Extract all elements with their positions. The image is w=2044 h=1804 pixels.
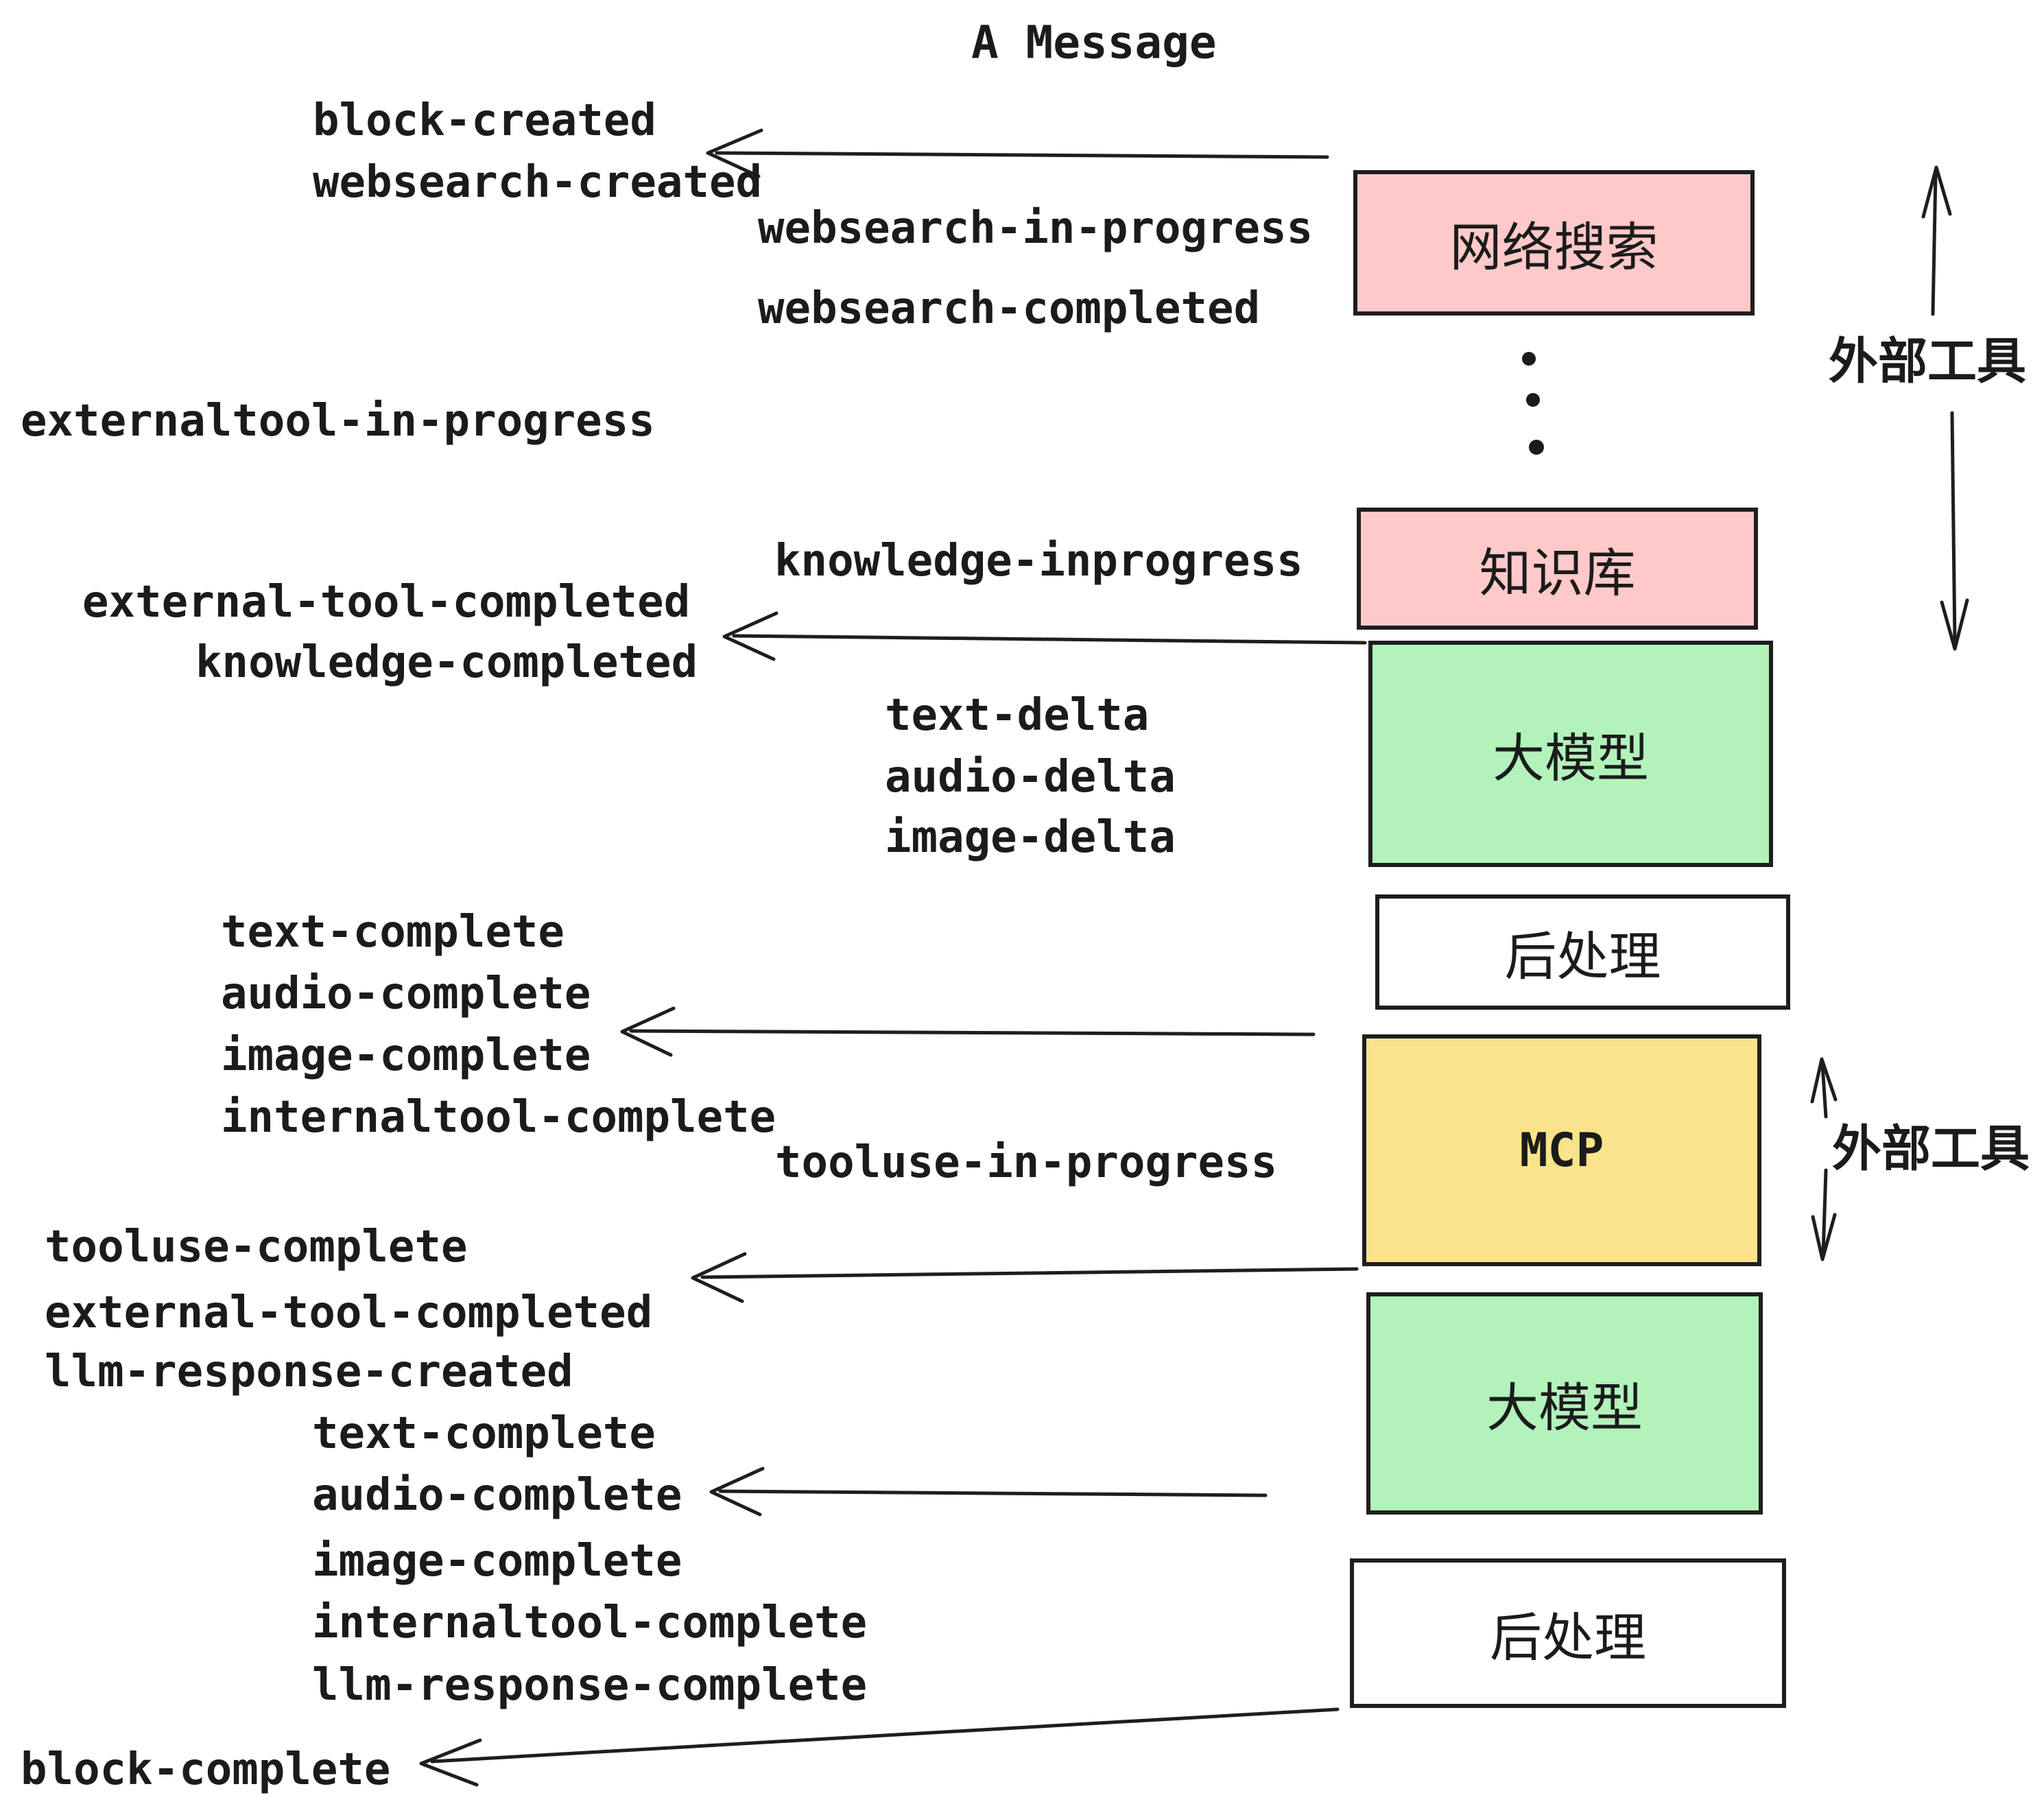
- event-label-image-complete-1: image-complete: [221, 1030, 591, 1081]
- external-tools-label-2: 外部工具: [1831, 1119, 2030, 1178]
- external-tools-label-1: 外部工具: [1828, 332, 2027, 390]
- event-label-knowledge-inprogress: knowledge-inprogress: [774, 536, 1303, 586]
- event-label-knowledge-completed: knowledge-completed: [195, 637, 698, 688]
- box-llm-1-label: 大模型: [1493, 728, 1649, 789]
- arrow-audio-complete: [709, 1467, 1268, 1517]
- box-llm-2-label: 大模型: [1486, 1377, 1643, 1438]
- event-label-llm-response-created: llm-response-created: [45, 1346, 573, 1397]
- box-websearch-label: 网络搜索: [1449, 217, 1659, 278]
- event-label-image-delta-1: image-delta: [885, 812, 1176, 863]
- arrow-block-complete: [419, 1707, 1340, 1787]
- box-postprocess-1-label: 后处理: [1504, 926, 1661, 987]
- event-label-external-tool-completed: external-tool-completed: [82, 577, 691, 628]
- event-label-internaltool-complete-2: internaltool-complete: [312, 1598, 868, 1648]
- event-label-external-tool-completed-2: external-tool-completed: [45, 1287, 653, 1338]
- event-label-block-complete: block-complete: [21, 1744, 391, 1795]
- event-label-text-complete-1: text-complete: [221, 907, 565, 958]
- box-llm-1: 大模型: [1368, 641, 1773, 867]
- box-postprocess-2-label: 后处理: [1490, 1607, 1646, 1668]
- ellipsis-dots: [1522, 352, 1544, 455]
- event-label-audio-delta-1: audio-delta: [885, 752, 1176, 803]
- arrow-image-complete: [620, 1006, 1316, 1057]
- event-label-externaltool-in-progress: externaltool-in-progress: [21, 396, 655, 447]
- event-label-websearch-in-progress: websearch-in-progress: [758, 203, 1314, 254]
- event-label-websearch-completed: websearch-completed: [758, 283, 1261, 334]
- diagram-title: A Message: [971, 16, 1217, 69]
- box-llm-2: 大模型: [1366, 1292, 1763, 1515]
- event-label-image-complete-2: image-complete: [312, 1536, 682, 1587]
- event-label-block-created: block-created: [313, 95, 656, 146]
- box-websearch: 网络搜索: [1353, 170, 1755, 316]
- box-mcp-label: MCP: [1519, 1123, 1604, 1178]
- box-knowledge-label: 知识库: [1479, 543, 1636, 604]
- arrow-knowledge-completed: [722, 611, 1367, 661]
- external-tools-span-arrow-top: [1921, 165, 1969, 651]
- box-mcp: MCP: [1362, 1034, 1761, 1266]
- event-label-internaltool-complete-1: internaltool-complete: [221, 1092, 776, 1143]
- arrow-tooluse-complete: [691, 1252, 1359, 1303]
- event-label-llm-response-complete: llm-response-complete: [312, 1660, 868, 1711]
- box-knowledge: 知识库: [1357, 508, 1758, 630]
- box-postprocess-2: 后处理: [1350, 1558, 1786, 1708]
- external-tools-span-arrow-mcp: [1810, 1057, 1838, 1261]
- event-label-text-complete-2: text-complete: [312, 1408, 656, 1459]
- event-label-text-delta-1: text-delta: [885, 690, 1150, 741]
- event-label-websearch-created: websearch-created: [313, 157, 763, 208]
- event-label-audio-complete-2: audio-complete: [312, 1470, 682, 1521]
- event-label-tooluse-complete: tooluse-complete: [45, 1222, 468, 1272]
- box-postprocess-1: 后处理: [1375, 894, 1790, 1010]
- arrow-block-created: [706, 128, 1329, 178]
- event-label-tooluse-in-progress: tooluse-in-progress: [775, 1137, 1278, 1188]
- event-label-audio-complete-1: audio-complete: [221, 969, 591, 1019]
